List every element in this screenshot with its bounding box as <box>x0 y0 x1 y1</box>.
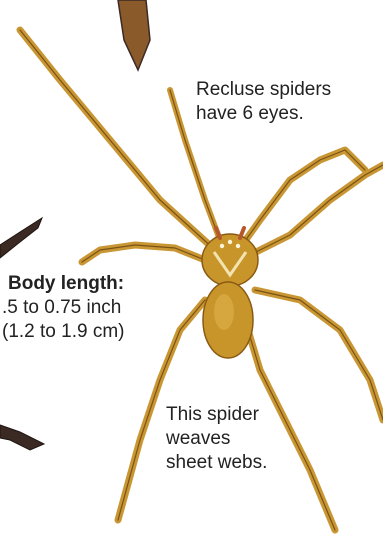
eyes-caption-line-2: have 6 eyes. <box>196 102 331 126</box>
webs-caption-line-2: weaves <box>166 427 267 451</box>
webs-caption-line-3: sheet webs. <box>166 451 267 475</box>
webs-caption-line-1: This spider <box>166 403 267 427</box>
eyes-caption: Recluse spiders have 6 eyes. <box>196 78 331 126</box>
eye-icon <box>220 244 224 248</box>
webs-caption: This spider weaves sheet webs. <box>166 403 267 475</box>
body-length-cm: (1.2 to 1.9 cm) <box>2 320 125 344</box>
eyes-caption-line-1: Recluse spiders <box>196 78 331 102</box>
eye-icon <box>236 244 240 248</box>
spider-body <box>202 228 258 358</box>
body-length-inches: .5 to 0.75 inch <box>2 296 125 320</box>
body-length-title: Body length: <box>2 272 125 296</box>
neighbor-spider-legs <box>0 0 150 450</box>
body-length-caption: Body length: .5 to 0.75 inch (1.2 to 1.9… <box>2 272 125 344</box>
eye-icon <box>228 240 232 244</box>
